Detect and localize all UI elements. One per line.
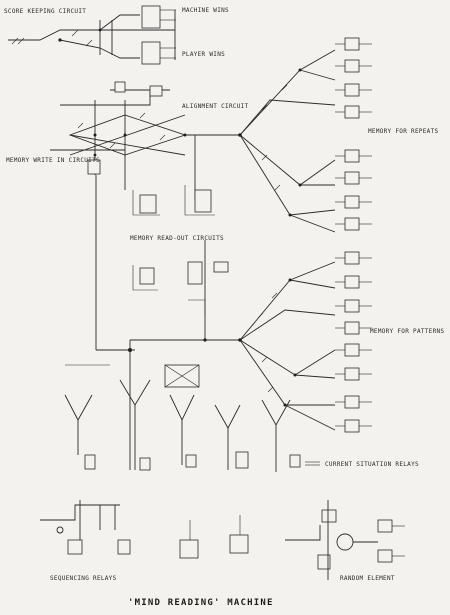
score-keeping-label: SCORE KEEPING CIRCUIT [4, 8, 86, 15]
current-situation-relays: CURRENT SITUATION RELAYS [64, 364, 419, 472]
memory-read-out-label: MEMORY READ-OUT CIRCUITS [130, 235, 224, 242]
upper-branch-tree: MEMORY FOR REPEATS [238, 49, 439, 233]
score-keeping-circuit: SCORE KEEPING CIRCUIT MACHINE WINS PLAYE… [4, 5, 229, 65]
memory-for-repeats-label: MEMORY FOR REPEATS [368, 128, 439, 135]
machine-wins-counter [141, 5, 161, 29]
alignment-relay [149, 85, 163, 97]
sequencing-relays: SEQUENCING RELAYS [40, 500, 249, 582]
machine-wins-label: MACHINE WINS [182, 7, 229, 14]
lower-branch-tree: MEMORY FOR PATTERNS [238, 261, 444, 431]
lower-relay-column [335, 251, 372, 433]
diagram-title: 'MIND READING' MACHINE [128, 598, 274, 608]
random-element: RANDOM ELEMENT [285, 500, 405, 582]
player-wins-label: PLAYER WINS [182, 51, 225, 58]
alignment-circuit-label: ALIGNMENT CIRCUIT [182, 103, 249, 110]
memory-write-in-label: MEMORY WRITE IN CIRCUITS [6, 157, 100, 164]
current-situation-label: CURRENT SITUATION RELAYS [325, 461, 419, 468]
main-bus [95, 134, 240, 470]
upper-relay-column [335, 37, 372, 231]
sequencing-relays-label: SEQUENCING RELAYS [50, 575, 117, 582]
memory-for-patterns-label: MEMORY FOR PATTERNS [370, 328, 444, 335]
alignment-and-write-in: ALIGNMENT CIRCUIT MEMORY WRITE IN CIRCUI… [6, 81, 249, 190]
transistor-symbol [336, 533, 354, 551]
player-wins-counter [141, 41, 161, 65]
memory-read-out-circuits: MEMORY READ-OUT CIRCUITS [130, 185, 229, 315]
random-element-label: RANDOM ELEMENT [340, 575, 395, 582]
